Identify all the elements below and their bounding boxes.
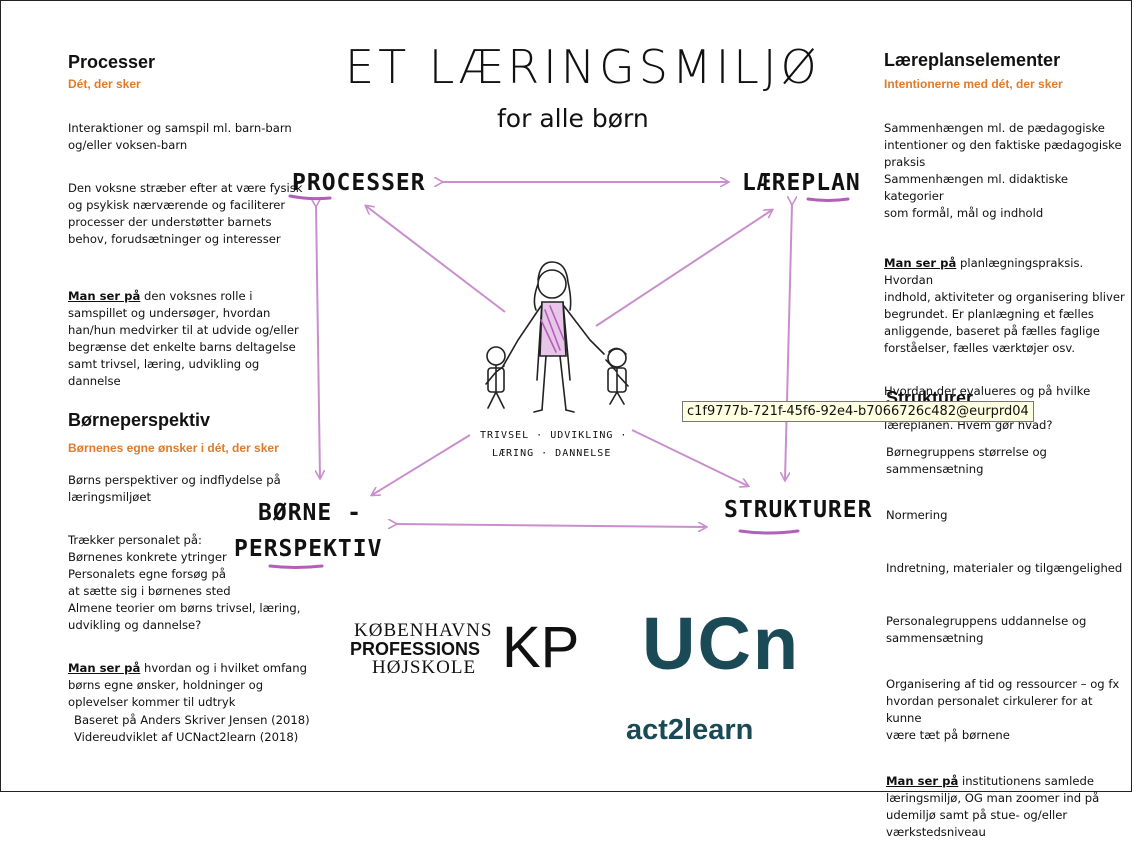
arrow-processer-borne — [316, 206, 320, 478]
diagram-arrows — [268, 0, 850, 569]
borne-p3-lead: Man ser på — [68, 661, 141, 675]
processer-subheading: Dét, der sker — [68, 77, 141, 91]
strukturer-last: Man ser på institutionens samlede læring… — [886, 773, 1131, 841]
kp-line2: PROFESSIONS — [350, 639, 481, 659]
page-frame — [0, 0, 1132, 792]
strukturer-item-4: Personalegruppens uddannelse og sammensæ… — [886, 614, 1087, 645]
underline-borne — [268, 564, 324, 569]
borne-p3-rest: hvordan og i hvilket omfang børns egne ø… — [68, 661, 307, 709]
borne-heading: Børneperspektiv — [68, 410, 211, 430]
act2learn-logo: act2learn — [626, 714, 754, 746]
node-borne-line1: BØRNE - — [258, 500, 362, 526]
borne-subheading: Børnenes egne ønsker i dét, der sker — [68, 441, 279, 455]
borne-p3: Man ser på hvordan og i hvilket omfang b… — [68, 660, 308, 711]
laereplan-p1: Sammenhængen ml. de pædagogiske intentio… — [884, 121, 1122, 220]
underline-strukturer — [738, 529, 800, 535]
laereplan-p2-lead: Man ser på — [884, 256, 957, 270]
laereplan-subheading: Intentionerne med dét, der sker — [884, 77, 1063, 91]
arrow-center-laereplan — [595, 210, 772, 327]
node-processer: PROCESSER — [292, 170, 426, 196]
borne-panel: Børneperspektiv Børnenes egne ønsker i d… — [68, 410, 308, 737]
strukturer-item-2: Normering — [886, 508, 948, 522]
laereplan-heading: Læreplanselementer — [884, 50, 1061, 70]
strukturer-last-lead: Man ser på — [886, 774, 959, 788]
arrow-center-processer — [366, 206, 506, 313]
credit-line2: Videreudviklet af UCNact2learn (2018) — [74, 730, 299, 744]
strukturer-item-1: Børnegruppens størrelse og sammensætning — [886, 445, 1047, 476]
underline-processer — [288, 194, 332, 201]
ucn-logo: UCn — [642, 602, 801, 685]
kp-line3: HØJSKOLE — [372, 657, 477, 678]
processer-p1: Interaktioner og samspil ml. barn-barn o… — [68, 121, 292, 152]
strukturer-item-5: Organisering af tid og ressourcer – og f… — [886, 677, 1120, 742]
borne-p2: Trækker personalet på: Børnenes konkrete… — [68, 533, 301, 632]
underline-laereplan — [806, 197, 850, 202]
processer-heading: Processer — [68, 52, 156, 72]
node-strukturer: STRUKTURER — [724, 497, 873, 523]
laereplan-p2-rest: planlægningspraksis. Hvordan indhold, ak… — [884, 256, 1125, 355]
processer-panel: Processer Dét, der sker Interaktioner og… — [68, 52, 308, 416]
strukturer-item-3: Indretning, materialer og tilgængelighed — [886, 561, 1123, 575]
borne-p1: Børns perspektiver og indflydelse på lær… — [68, 473, 281, 504]
strukturer-panel: Strukturer Børnegruppens størrelse og sa… — [886, 388, 1131, 867]
processer-p3-lead: Man ser på — [68, 289, 141, 303]
processer-p3-rest: den voksnes rolle i samspillet og unders… — [68, 289, 299, 388]
arrow-laereplan-strukturer — [785, 204, 792, 480]
kp-logo: KØBENHAVNS PROFESSIONS HØJSKOLE KP — [350, 615, 600, 690]
email-tooltip: c1f9777b-721f-45f6-92e4-b7066726c482@eur… — [682, 401, 1034, 422]
arrow-center-borne — [372, 434, 471, 495]
laereplan-p2: Man ser på planlægningspraksis. Hvordan … — [884, 255, 1129, 357]
node-laereplan: LÆREPLAN — [742, 170, 861, 196]
kp-line1: KØBENHAVNS — [354, 620, 493, 641]
arrow-center-strukturer — [631, 429, 748, 486]
processer-p2: Den voksne stræber efter at være fysisk … — [68, 181, 303, 246]
center-caption-line1: TRIVSEL · UDVIKLING · — [480, 430, 628, 441]
kp-mark: KP — [502, 615, 580, 680]
processer-p3: Man ser på den voksnes rolle i samspille… — [68, 288, 308, 390]
credit-line1: Baseret på Anders Skriver Jensen (2018) — [74, 713, 310, 727]
arrow-borne-strukturer — [396, 524, 706, 527]
node-borne-line2: PERSPEKTIV — [234, 536, 383, 562]
main-title: ET LÆRINGSMILJØ — [345, 40, 821, 94]
center-caption-line2: LÆRING · DANNELSE — [492, 448, 612, 459]
main-subtitle: for alle børn — [497, 104, 649, 133]
family-drawing — [485, 261, 629, 413]
